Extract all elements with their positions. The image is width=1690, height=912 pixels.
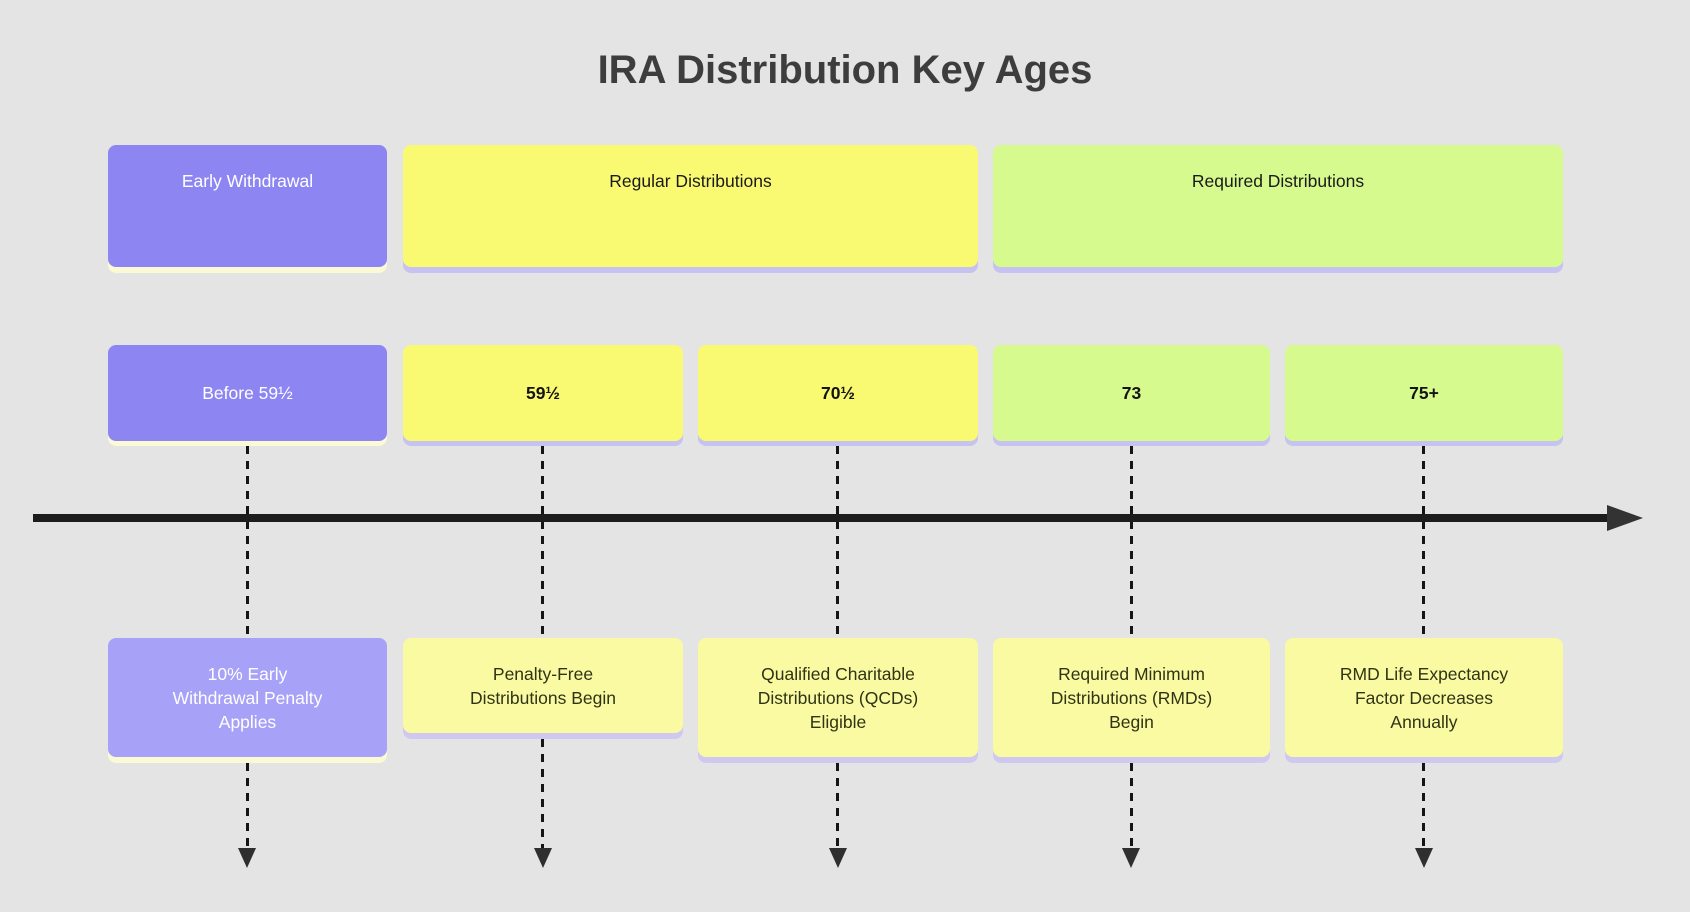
connector-dash-lower-1: [246, 763, 249, 848]
connector-dash-upper-4: [1130, 446, 1133, 638]
timeline-arrowhead-icon: [1607, 505, 1643, 531]
connector-dash-lower-4: [1130, 763, 1133, 848]
down-arrowhead-icon-4: [1122, 848, 1140, 868]
event-box-rmd-begin: Required Minimum Distributions (RMDs) Be…: [993, 638, 1270, 757]
connector-dash-lower-3: [836, 763, 839, 848]
down-arrowhead-icon-5: [1415, 848, 1433, 868]
age-box-59-5: 59½: [403, 345, 683, 441]
age-label: 75+: [1409, 382, 1439, 403]
event-label: Penalty-Free Distributions Begin: [470, 663, 616, 708]
diagram-title: IRA Distribution Key Ages: [597, 48, 1093, 92]
section-label: Required Distributions: [1191, 171, 1365, 191]
event-box-qcd-eligible: Qualified Charitable Distributions (QCDs…: [698, 638, 978, 757]
connector-dash-upper-3: [836, 446, 839, 638]
event-label: Required Minimum Distributions (RMDs) Be…: [1050, 663, 1213, 732]
age-box-before-59-5: Before 59½: [108, 345, 387, 441]
down-arrowhead-icon-2: [534, 848, 552, 868]
connector-dash-upper-1: [246, 446, 249, 638]
down-arrowhead-icon-1: [238, 848, 256, 868]
section-label: Regular Distributions: [609, 171, 772, 191]
section-box-early-withdrawal: Early Withdrawal: [108, 145, 387, 267]
age-label: 73: [1121, 382, 1142, 403]
connector-dash-upper-2: [541, 446, 544, 638]
section-box-regular-distributions: Regular Distributions: [403, 145, 978, 267]
age-label: 59½: [525, 382, 561, 403]
event-label: RMD Life Expectancy Factor Decreases Ann…: [1339, 663, 1509, 732]
event-box-penalty-free: Penalty-Free Distributions Begin: [403, 638, 683, 733]
age-label: Before 59½: [202, 382, 293, 403]
age-box-75-plus: 75+: [1285, 345, 1563, 441]
connector-dash-lower-5: [1422, 763, 1425, 848]
event-label: Qualified Charitable Distributions (QCDs…: [757, 663, 919, 732]
event-box-early-penalty: 10% Early Withdrawal Penalty Applies: [108, 638, 387, 757]
down-arrowhead-icon-3: [829, 848, 847, 868]
age-box-70-5: 70½: [698, 345, 978, 441]
event-box-rmd-factor: RMD Life Expectancy Factor Decreases Ann…: [1285, 638, 1563, 757]
section-box-required-distributions: Required Distributions: [993, 145, 1563, 267]
timeline-axis: [33, 514, 1607, 522]
connector-dash-lower-2: [541, 739, 544, 848]
age-label: 70½: [820, 382, 856, 403]
age-box-73: 73: [993, 345, 1270, 441]
section-label: Early Withdrawal: [181, 171, 314, 191]
event-label: 10% Early Withdrawal Penalty Applies: [172, 663, 323, 732]
connector-dash-upper-5: [1422, 446, 1425, 638]
